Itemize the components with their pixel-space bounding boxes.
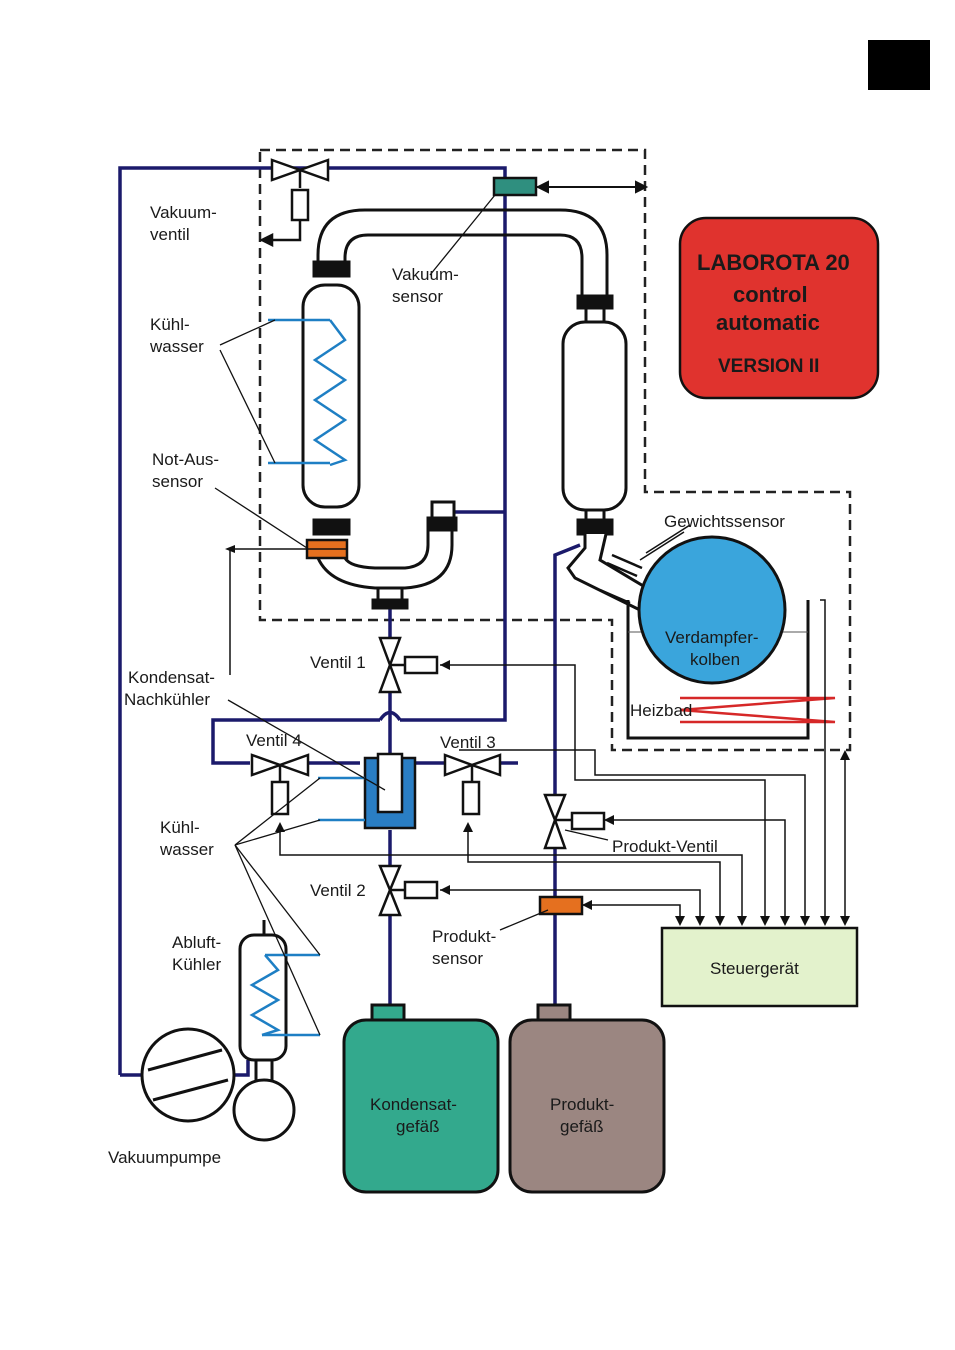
label-ventil-1: Ventil 1 (310, 653, 366, 672)
leader-lines (214, 194, 609, 1036)
produkt-gefaess (508, 1003, 666, 1194)
label-vakuumventil-1: Vakuum- (150, 203, 217, 222)
label-abluft-1: Abluft- (172, 933, 221, 952)
label-kuehlwasser-oben-1: Kühl- (150, 315, 190, 334)
abluft-kuehlwasser (262, 953, 320, 1037)
label-kuehlwasser-oben-2: wasser (149, 337, 204, 356)
label-produktgefaess-1: Produkt- (550, 1095, 614, 1114)
vakuum-ventil (259, 158, 330, 248)
label-verdampfer-2: kolben (690, 650, 740, 669)
kondensat-nachkuehler (363, 752, 417, 830)
steuergeraet (660, 926, 859, 1008)
label-vakuumsensor-1: Vakuum- (392, 265, 459, 284)
kondensator-rechts (561, 294, 652, 613)
label-vakuumventil-2: ventil (150, 225, 190, 244)
label-not-aus-2: sensor (152, 472, 203, 491)
label-ventil-4: Ventil 4 (246, 731, 302, 750)
kuehlwasser-leitung-oben (268, 318, 330, 465)
label-steuergeraet: Steuergerät (710, 959, 799, 978)
title-line-1: LABOROTA 20 (697, 250, 850, 275)
ventil-4 (250, 753, 310, 816)
vakuum-sensor (492, 176, 538, 197)
label-produktsensor-1: Produkt- (432, 927, 496, 946)
produkt-ventil (543, 793, 606, 850)
signal-arrows (225, 545, 850, 926)
vakuumpumpe (140, 1027, 296, 1142)
ventil-2 (378, 864, 439, 917)
title-line-2: control (733, 282, 808, 307)
label-kondensat-nachkuehler-1: Kondensat- (128, 668, 215, 687)
abluft-schlange (249, 954, 282, 1037)
title-box (678, 216, 880, 400)
heizwendel (679, 696, 836, 724)
title-line-3: automatic (716, 310, 820, 335)
vakuum-sensor-link (535, 180, 649, 194)
label-vakuumsensor-2: sensor (392, 287, 443, 306)
label-abluft-2: Kühler (172, 955, 221, 974)
label-kondensat-nachkuehler-2: Nachkühler (124, 690, 210, 709)
label-verdampfer-1: Verdampfer- (665, 628, 759, 647)
label-kondensatgefaess-1: Kondensat- (370, 1095, 457, 1114)
dashed-enclosure (258, 148, 852, 752)
kuehlschlange-links (312, 319, 348, 467)
glass-tube-bottom (316, 500, 458, 610)
label-ventil-2: Ventil 2 (310, 881, 366, 900)
label-kondensatgefaess-2: gefäß (396, 1117, 439, 1136)
kondensat-gefaess (342, 1003, 500, 1194)
ventil-3 (443, 753, 502, 816)
label-heizbad: Heizbad (630, 701, 692, 720)
label-gewichtssensor: Gewichtssensor (664, 512, 785, 531)
kondensator-links (301, 260, 361, 536)
label-produktsensor-2: sensor (432, 949, 483, 968)
glass-tube-top (316, 208, 609, 298)
verdampferkolben (637, 535, 787, 685)
label-not-aus-1: Not-Aus- (152, 450, 219, 469)
corner-marker (868, 40, 930, 90)
label-produktgefaess-2: gefäß (560, 1117, 603, 1136)
title-line-4: VERSION II (718, 356, 819, 377)
kuehlwasser-leitung-unten (318, 776, 365, 822)
ventil-1 (378, 636, 439, 694)
label-ventil-3: Ventil 3 (440, 733, 496, 752)
heizbad (626, 600, 810, 740)
produkt-sensor (538, 895, 584, 916)
label-kuehlwasser-unten-1: Kühl- (160, 818, 200, 837)
gewichts-sensor-marks (599, 524, 691, 605)
label-vakuumpumpe: Vakuumpumpe (108, 1148, 221, 1167)
label-produkt-ventil: Produkt-Ventil (612, 837, 718, 856)
label-kuehlwasser-unten-2: wasser (159, 840, 214, 859)
